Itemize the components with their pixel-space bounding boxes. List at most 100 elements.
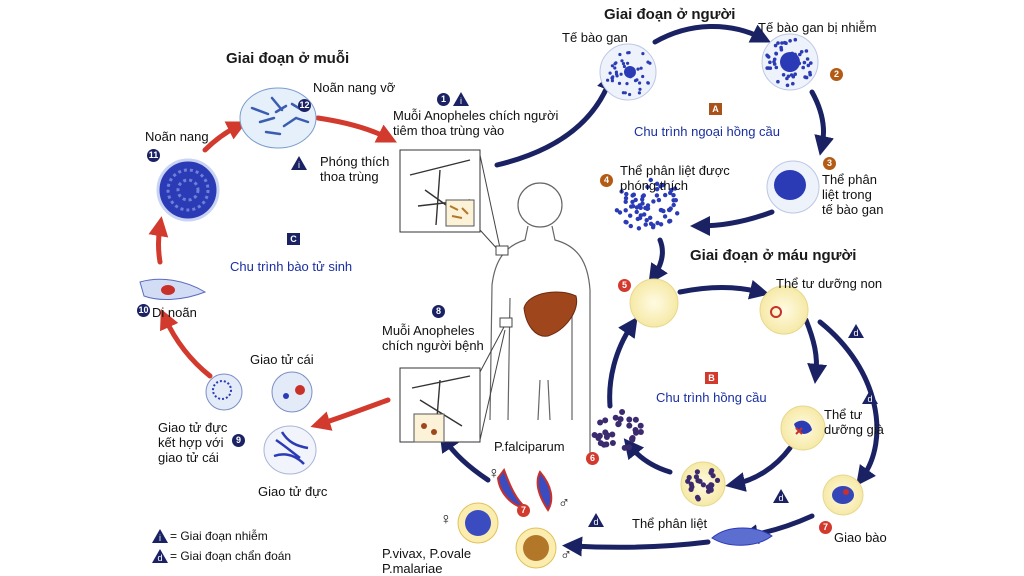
arrow-release-to-blood (648, 237, 668, 285)
parasite-dot (790, 51, 794, 56)
parasite-dot (804, 49, 809, 53)
mature-trophozoite-label: Thể tư dưỡng già (824, 407, 884, 437)
parasite-dot (666, 207, 672, 213)
parasite-dot (619, 409, 626, 415)
exoerythrocytic-cycle-label: Chu trình ngoại hồng cầu (634, 124, 780, 139)
parasite-dot (765, 53, 769, 58)
legend-infective-icon: i (152, 529, 168, 543)
step-12-badge: 12 (298, 99, 311, 112)
step-7-badge-left: 7 (517, 504, 530, 517)
ruptured-oocyst-label: Noãn nang vỡ (313, 80, 396, 95)
erythrocytic-cycle-label: Chu trình hồng cầu (656, 390, 767, 405)
parasite-dot (626, 422, 633, 429)
parasite-dot (643, 222, 648, 227)
parasite-dot (620, 59, 624, 63)
p-vivax-ovale-malariae-label: P.vivax, P.ovale P.malariae (382, 546, 472, 576)
mosquito-bites-patient-label: Muỗi Anopheles chích người bệnh (382, 323, 484, 353)
parasite-dot (783, 55, 787, 59)
parasite-dot (658, 222, 664, 227)
male-symbol-falciparum: ♂ (558, 495, 570, 512)
parasite-dot (614, 61, 618, 65)
parasite-dot (611, 75, 615, 79)
parasite-dot (689, 484, 695, 490)
parasite-dot (645, 203, 651, 208)
step-1-badge: 1 (437, 93, 450, 106)
diagnostic-marker-letter: d (778, 493, 783, 503)
parasite-dot (793, 52, 797, 57)
parasite-dot (595, 435, 602, 441)
blood-schizont-cell (680, 461, 726, 507)
parasite-dot (671, 202, 676, 208)
parasite-dot (685, 478, 691, 484)
parasite-dot (700, 482, 707, 488)
parasite-dot (656, 197, 662, 203)
parasite-dot (639, 66, 643, 70)
parasite-dot (655, 220, 660, 226)
parasite-dot (624, 191, 629, 197)
parasite-dot (788, 60, 793, 65)
parasite-dot (654, 193, 660, 198)
parasite-dot (774, 51, 778, 56)
male-symbol-vivax: ♂ (560, 547, 572, 564)
diagnostic-marker-letter: d (593, 517, 598, 527)
parasite-dot (637, 422, 644, 429)
parasite-dot (781, 73, 786, 77)
schizont-in-liver-label: Thể phân liệt trong tế bào gan (822, 172, 884, 217)
diagnostic-triangle-mature: d (862, 390, 878, 404)
parasite-dot (798, 52, 802, 57)
parasite-dot (637, 429, 644, 435)
parasite-dot (637, 203, 642, 208)
parasite-dot (626, 61, 630, 65)
arrow-mature-to-schizont (725, 445, 793, 492)
parasite-dot (648, 177, 653, 183)
parasite-dot (628, 213, 633, 218)
parasite-dot (791, 81, 795, 86)
mosquito-bite-inset-bottom (399, 367, 481, 443)
parasite-dot (609, 440, 616, 446)
parasite-dot (625, 82, 629, 86)
mosquito-cycle-arrows (148, 115, 397, 431)
parasite-dot (671, 193, 676, 198)
schizont-label: Thể phân liệt (632, 516, 708, 531)
parasite-dot (641, 52, 645, 56)
parasite-dot (779, 47, 784, 52)
parasite-dot (710, 473, 716, 479)
parasite-dot (645, 184, 650, 190)
oocyst-label: Noãn nang (145, 129, 209, 144)
ookinete-label: Di noãn (152, 305, 197, 320)
parasite-dot (613, 66, 617, 70)
female-symbol-vivax: ♀ (440, 511, 452, 528)
parasite-dot (626, 416, 633, 423)
step-4-badge: 4 (600, 174, 613, 187)
parasite-dot (597, 440, 604, 447)
parasite-dot (603, 434, 610, 440)
parasite-dot (619, 72, 623, 76)
parasite-dot (629, 204, 634, 209)
female-gamete-cell (205, 373, 243, 411)
parasite-dot (646, 81, 650, 85)
parasite-dot (630, 199, 635, 205)
parasite-dot (637, 215, 643, 221)
mosquito-stage-title: Giai đoạn ở muỗi (226, 50, 350, 67)
arrow-infected-to-schizont (809, 89, 834, 156)
parasite-dot (789, 73, 794, 77)
parasite-dot (809, 61, 813, 65)
p-falciparum-label: P.falciparum (494, 439, 565, 454)
arrow-gametocyte-to-round (562, 536, 711, 557)
parasite-dot (642, 212, 647, 217)
arrow-ring-to-trophozoite (677, 279, 770, 300)
parasite-dot (658, 207, 664, 213)
infected-liver-cell-label: Tế bào gan bị nhiễm (758, 20, 877, 35)
parasite-dot (622, 64, 627, 69)
cycle-letter-a: A (709, 103, 722, 115)
parasite-dot (626, 51, 630, 55)
parasite-dot (628, 92, 632, 97)
parasite-dot (641, 74, 645, 79)
ruptured-oocyst (239, 87, 317, 149)
gametocyte-label: Giao bào (834, 530, 887, 545)
parasite-dot (673, 198, 678, 203)
parasite-dot (765, 66, 769, 70)
step-6-badge: 6 (586, 452, 599, 465)
mature-trophozoite-cell (780, 405, 826, 451)
